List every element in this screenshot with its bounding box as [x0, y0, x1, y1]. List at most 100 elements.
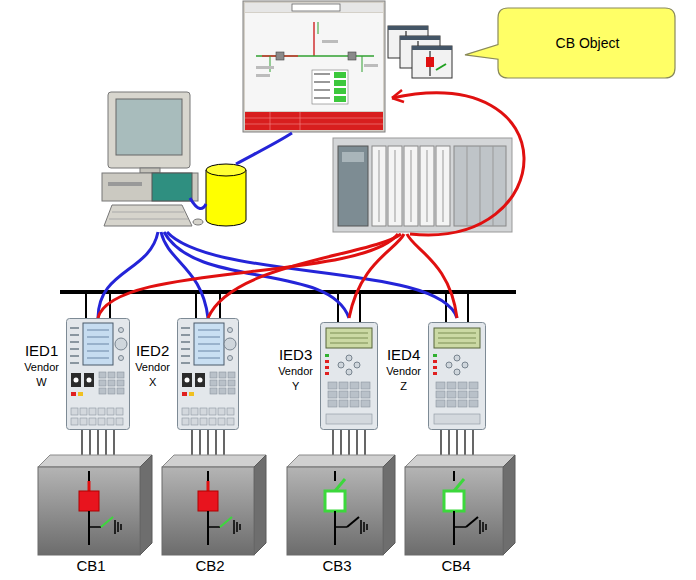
- status-led: [189, 392, 194, 396]
- lcd-line: [330, 343, 368, 344]
- ied-device: IED2Vendor X: [177, 318, 239, 430]
- nav-button: [446, 362, 452, 368]
- status-led: [433, 366, 437, 369]
- feeder-line: [88, 511, 90, 545]
- keypad-key: [350, 400, 359, 407]
- status-led: [433, 372, 437, 375]
- node-title: CB4: [405, 557, 507, 574]
- terminal: [200, 408, 207, 415]
- nav-button: [462, 362, 468, 368]
- keypad-key: [469, 391, 478, 398]
- keypad-key: [469, 382, 478, 389]
- ground-symbol: [485, 524, 487, 530]
- label-strip: [70, 362, 79, 364]
- nav-button: [224, 338, 236, 350]
- node-shape: [405, 455, 515, 555]
- terminal: [227, 418, 234, 425]
- circuit-breaker-box: CB3: [287, 455, 395, 555]
- terminal: [89, 418, 96, 425]
- label-strip: [181, 327, 190, 329]
- ground-symbol: [366, 524, 368, 530]
- lcd-line: [438, 338, 476, 339]
- terminal: [80, 418, 87, 425]
- lcd-line: [87, 330, 109, 331]
- object-windows: [388, 26, 452, 78]
- keypad-key: [108, 380, 115, 386]
- breaker-label: CB1: [38, 557, 144, 574]
- status-led: [182, 392, 187, 396]
- io-wires: [82, 430, 473, 457]
- status-led: [325, 366, 329, 369]
- button: [228, 356, 233, 361]
- signal-wire: [97, 430, 98, 455]
- box-top: [38, 455, 152, 467]
- lcd-line: [87, 337, 109, 338]
- database-cylinder: [206, 164, 246, 226]
- keypad-key: [228, 372, 235, 378]
- label-strip: [181, 355, 190, 357]
- terminal-strip: [326, 414, 372, 424]
- lcd-line: [198, 358, 220, 359]
- keypad-key: [117, 388, 124, 394]
- terminal: [191, 408, 198, 415]
- keypad-key: [436, 382, 445, 389]
- earth-switch: [466, 517, 478, 527]
- node-title: IED4: [387, 346, 420, 364]
- breaker-label: CB2: [162, 557, 258, 574]
- keypad-key: [436, 391, 445, 398]
- device-label: IED2Vendor X: [135, 342, 170, 390]
- keypad-key: [99, 380, 106, 386]
- node-shape: [38, 455, 152, 555]
- node-title: IED3: [279, 346, 312, 364]
- keypad-key: [447, 382, 456, 389]
- lcd-line: [198, 344, 220, 345]
- nav-button: [338, 362, 344, 368]
- label-strip: [70, 348, 79, 350]
- device-label: IED1Vendor W: [24, 342, 59, 390]
- switch-knob: [74, 378, 79, 383]
- node-title: CB2: [162, 557, 258, 574]
- node-title: IED2: [136, 342, 169, 360]
- lcd-line: [198, 337, 220, 338]
- label-strip: [70, 341, 79, 343]
- terminal: [98, 418, 105, 425]
- keypad-key: [447, 391, 456, 398]
- plc-rack: [333, 138, 512, 232]
- feeder-line: [88, 471, 90, 481]
- feeder-line: [334, 471, 336, 481]
- status-led: [325, 372, 329, 375]
- nav-button: [354, 362, 360, 368]
- ied-device: IED3Vendor Y: [320, 322, 378, 430]
- box-top: [405, 455, 515, 467]
- keypad-key: [361, 391, 370, 398]
- terminal: [107, 418, 114, 425]
- feeder-line: [453, 471, 455, 481]
- keypad-key: [339, 391, 348, 398]
- blue-data-flow: [98, 133, 457, 318]
- node-title: CB3: [287, 557, 387, 574]
- signal-wire: [456, 430, 457, 455]
- control-switch: [182, 373, 192, 387]
- label-strip: [181, 362, 190, 364]
- switch-knob: [87, 378, 92, 383]
- keypad-key: [458, 400, 467, 407]
- nav-button: [115, 338, 127, 350]
- terminal: [209, 418, 216, 425]
- keypad-key: [108, 372, 115, 378]
- keypad-key: [210, 388, 217, 394]
- keypad-key: [117, 380, 124, 386]
- device-body: [429, 323, 486, 430]
- keypad-key: [108, 388, 115, 394]
- node-shape: [320, 322, 378, 430]
- terminal: [209, 408, 216, 415]
- feeder-line: [453, 511, 455, 545]
- switch-knob: [185, 378, 190, 383]
- terminal: [107, 408, 114, 415]
- control-switch: [71, 373, 81, 387]
- box-front: [162, 467, 254, 555]
- lcd-screen: [326, 328, 372, 348]
- lcd-line: [330, 333, 368, 334]
- breaker-contact: [454, 479, 464, 491]
- status-led: [78, 392, 83, 396]
- control-switch: [195, 373, 205, 387]
